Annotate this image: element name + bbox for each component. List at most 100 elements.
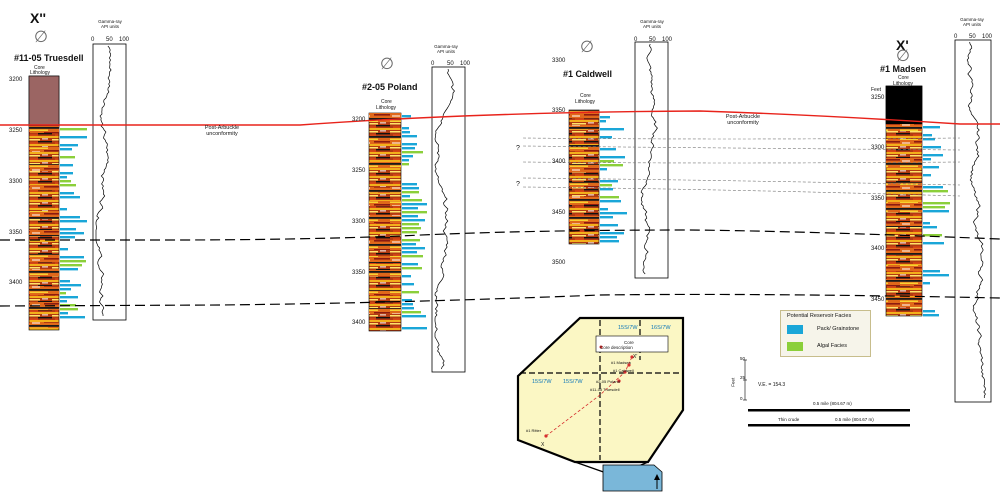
- facies-bar-packstone: [600, 136, 612, 139]
- core-band: [886, 265, 922, 271]
- unconformity-label: Post-Arbuckle unconformity: [725, 114, 761, 126]
- depth-tick: 3400: [352, 320, 366, 326]
- gr-unit-text: API units: [436, 48, 455, 54]
- facies-bar-packstone: [600, 216, 613, 219]
- facies-bar-packstone: [60, 216, 80, 219]
- core-band: [886, 202, 922, 212]
- facies-bar-packstone: [923, 314, 939, 317]
- depth-tick: 3250: [871, 95, 885, 101]
- facies-bar-packstone: [923, 274, 949, 277]
- scale-feet-tick: 0: [740, 396, 743, 401]
- inset-well-label: #1 Caldwell: [613, 368, 634, 373]
- facies-bar-packstone: [60, 256, 84, 259]
- core-band: [29, 322, 59, 328]
- facies-bar-packstone: [402, 247, 425, 250]
- core-band: [569, 145, 599, 151]
- core-band: [29, 147, 59, 152]
- depth-tick: 3300: [871, 145, 885, 151]
- inset-well-point: [627, 363, 631, 367]
- depth-tick: 3300: [352, 219, 366, 225]
- legend-swatch-packstone: [787, 325, 803, 334]
- facies-bar-algal: [600, 164, 623, 167]
- facies-bar-algal: [402, 199, 422, 202]
- core-band: [29, 164, 59, 171]
- facies-bar-packstone: [402, 275, 411, 278]
- gr-unit-text: API units: [642, 23, 661, 29]
- facies-bar-packstone: [402, 219, 425, 222]
- thin-scale-label: Thin crude: [778, 417, 800, 422]
- facies-bar-packstone: [600, 128, 624, 131]
- facies-bar-algal: [60, 184, 76, 187]
- gamma-ray-curve: [640, 43, 658, 275]
- core-band: [369, 215, 401, 223]
- facies-bar-packstone: [60, 288, 71, 291]
- facies-bar-packstone: [402, 131, 410, 134]
- facies-bar-packstone: [923, 186, 943, 189]
- well-symbol: ∅: [34, 29, 48, 46]
- north-arrow-head: [654, 474, 660, 480]
- facies-bar-algal: [923, 202, 950, 205]
- facies-bar-algal: [60, 156, 75, 159]
- facies-bar-packstone: [600, 232, 624, 235]
- depth-tick: 3300: [552, 58, 566, 64]
- facies-bar-packstone: [60, 192, 74, 195]
- well-symbol: ∅: [896, 48, 910, 65]
- core-band: [369, 162, 401, 168]
- facies-bar-packstone: [402, 147, 415, 150]
- facies-bar-algal: [60, 128, 87, 131]
- section-end-right-label: X': [896, 37, 909, 53]
- minor-correlation-line: [522, 137, 961, 140]
- gamma-ray-curve: [95, 45, 112, 317]
- facies-bar-packstone: [923, 166, 939, 169]
- inset-well-point: [544, 434, 548, 438]
- gr-unit-text: API units: [100, 23, 119, 29]
- facies-bar-algal: [923, 234, 942, 237]
- facies-bar-packstone: [402, 159, 409, 162]
- facies-bar-packstone: [60, 172, 73, 175]
- gr-tick: 50: [649, 37, 656, 43]
- scale-feet-tick: 25: [740, 375, 746, 380]
- facies-bar-algal: [402, 291, 419, 294]
- gr-header-text: Gamma-ray: [960, 17, 984, 22]
- facies-bar-packstone: [923, 282, 930, 285]
- core-band: [369, 113, 401, 122]
- facies-bar-packstone: [60, 312, 68, 315]
- horizontal-scale-bar: [748, 424, 910, 427]
- gr-tick: 100: [460, 61, 471, 67]
- facies-bar-algal: [402, 223, 419, 226]
- facies-bar-packstone: [600, 116, 610, 119]
- section-end-left-label: X'': [30, 10, 46, 26]
- facies-bar-algal: [60, 260, 86, 263]
- facies-bar-packstone: [600, 200, 621, 203]
- facies-legend: Potential Reservoir Facies Pack/ Grainst…: [780, 310, 871, 357]
- facies-bar-algal: [923, 206, 945, 209]
- facies-bar-packstone: [923, 134, 932, 137]
- inset-township: 15S/7W: [618, 325, 638, 331]
- facies-bar-algal: [402, 227, 421, 230]
- depth-tick: 3450: [871, 297, 885, 303]
- facies-bar-packstone: [600, 180, 618, 183]
- facies-bar-packstone: [402, 143, 417, 146]
- facies-bar-algal: [402, 211, 427, 214]
- core-band: [369, 187, 401, 193]
- correlation-line: [0, 293, 1000, 307]
- facies-bar-packstone: [600, 240, 619, 243]
- core-band: [369, 256, 401, 263]
- depth-tick: 3450: [552, 210, 566, 216]
- inset-legend-box: [595, 335, 669, 353]
- facies-bar-packstone: [402, 127, 409, 130]
- question-mark: ?: [516, 145, 520, 152]
- legend-swatch-algal: [787, 342, 803, 351]
- core-band: [886, 139, 922, 144]
- core-band: [29, 230, 59, 236]
- inset-well-label: #11-05 Truesdell: [590, 387, 620, 392]
- well-name: #1 Madsen: [880, 64, 927, 74]
- gr-tick: 0: [954, 34, 958, 40]
- well-name: #2-05 Poland: [362, 82, 418, 92]
- facies-bar-packstone: [600, 208, 608, 211]
- gr-tick: 50: [447, 61, 454, 67]
- core-band: [29, 269, 59, 276]
- legend-label-packstone: Pack/ Grainstone: [817, 326, 860, 332]
- facies-bar-algal: [402, 267, 422, 270]
